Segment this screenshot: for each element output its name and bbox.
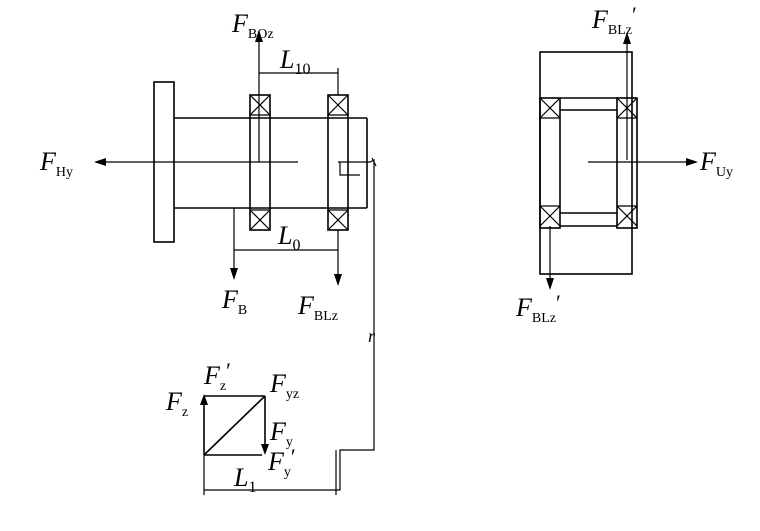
label-f-uy: FUy [699,147,733,180]
f-boz-arrowhead [255,30,263,42]
outer-housing [539,51,633,275]
f-hy-arrowhead [94,158,106,166]
label-f-z-prime: Fz′ [203,358,231,394]
label-f-blz: FBLz [297,291,338,324]
right-housing-assembly [539,32,698,290]
force-decomposition [200,394,337,495]
label-l1: L1 [233,463,256,496]
label-l10: L10 [279,45,310,78]
label-f-yz: Fyz [269,369,299,402]
crank-arm [204,159,375,491]
f-blz-arrowhead [334,274,342,286]
label-f-y: Fy [269,417,293,450]
label-f-boz: FBOz [231,9,274,42]
f-b-arrowhead [230,268,238,280]
label-f-b: FB [221,285,247,318]
label-f-blz-bottom: FBLz′ [515,290,561,326]
label-f-z: Fz [165,387,188,420]
label-f-hy: FHy [39,147,73,180]
label-r: r [368,326,376,346]
label-f-y-prime: Fy′ [267,444,296,480]
fyz-diagonal [203,395,266,456]
left-shaft-assembly [94,30,377,491]
label-l0: L0 [277,221,300,254]
label-f-blz-top: FBLz′ [591,2,637,38]
bearing-left [249,94,271,231]
